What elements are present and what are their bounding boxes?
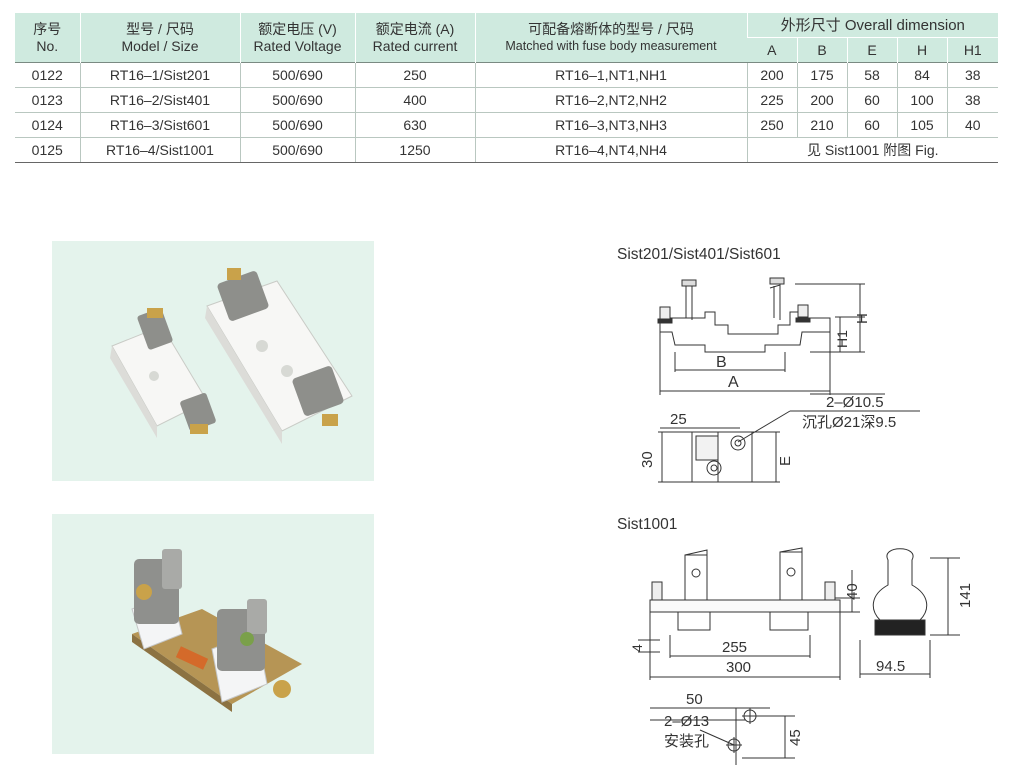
cell-voltage: 500/690: [239, 87, 355, 113]
label-141: 141: [957, 583, 974, 608]
table-row: 0123 RT16–2/Sist401 500/690 400 RT16–2,N…: [15, 87, 999, 113]
cell-model: RT16–1/Sist201: [79, 62, 240, 88]
drawing-title-sist201-401-601: Sist201/Sist401/Sist601: [617, 246, 781, 263]
cell-dim-a: 200: [746, 62, 797, 88]
label-a: A: [728, 374, 739, 391]
label-b: B: [716, 354, 727, 371]
label-hole-10-5: 2–Ø10.5: [826, 394, 884, 411]
cell-no: 0124: [15, 112, 80, 138]
table-row: 0124 RT16–3/Sist601 500/690 630 RT16–3,N…: [15, 112, 999, 138]
cell-dim-h1: 38: [946, 62, 999, 88]
cell-dim-h: 105: [896, 112, 947, 138]
label-mount-hole: 安装孔: [664, 733, 709, 750]
label-40: 40: [844, 583, 861, 600]
cell-no: 0123: [15, 87, 80, 113]
table-row: 0125 RT16–4/Sist1001 500/690 1250 RT16–4…: [15, 137, 999, 163]
cell-no: 0122: [15, 62, 80, 88]
label-30: 30: [639, 451, 656, 468]
fuse-base-photo-large: [52, 514, 374, 754]
fuse-base-pair-image: [110, 268, 353, 444]
label-94-5: 94.5: [876, 658, 905, 675]
header-dim-a: A: [747, 37, 797, 63]
cell-dim-e: 58: [846, 62, 897, 88]
cell-dim-h: 84: [896, 62, 947, 88]
cell-voltage: 500/690: [239, 137, 355, 163]
cell-voltage: 500/690: [239, 112, 355, 138]
table-row: 0122 RT16–1/Sist201 500/690 250 RT16–1,N…: [15, 62, 999, 88]
header-dim-h1: H1: [946, 37, 999, 63]
label-255: 255: [722, 639, 747, 656]
cell-model: RT16–2/Sist401: [79, 87, 240, 113]
fuse-base-large-image: [131, 549, 302, 712]
cell-fuse: RT16–2,NT2,NH2: [474, 87, 747, 113]
header-current: 额定电流 (A)Rated current: [354, 13, 475, 63]
cell-dim-h1: 38: [946, 87, 999, 113]
fuse-base-photo-small: [52, 241, 374, 481]
cell-no: 0125: [15, 137, 80, 163]
label-h1: H1: [834, 330, 850, 348]
cell-dim-b: 175: [796, 62, 847, 88]
drawing-title-sist1001: Sist1001: [617, 516, 678, 533]
cell-dim-h1: 40: [946, 112, 999, 138]
label-h: H: [854, 313, 871, 324]
cell-fuse: RT16–1,NT1,NH1: [474, 62, 747, 88]
header-dim-b: B: [796, 37, 847, 63]
cell-dim-h: 100: [896, 87, 947, 113]
label-300: 300: [726, 659, 751, 676]
cell-dim-a: 250: [746, 112, 797, 138]
label-counterbore: 沉孔Ø21深9.5: [802, 414, 896, 431]
cell-current: 250: [354, 62, 475, 88]
cell-fuse: RT16–3,NT3,NH3: [474, 112, 747, 138]
cell-model: RT16–3/Sist601: [79, 112, 240, 138]
cell-current: 1250: [354, 137, 475, 163]
cell-current: 630: [354, 112, 475, 138]
header-dimension: 外形尺寸 Overall dimension: [746, 13, 999, 38]
cell-dim-b: 210: [796, 112, 847, 138]
cell-fuse: RT16–4,NT4,NH4: [474, 137, 747, 163]
cell-model: RT16–4/Sist1001: [79, 137, 240, 163]
cell-current: 400: [354, 87, 475, 113]
cell-dim-b: 200: [796, 87, 847, 113]
cell-dim-e: 60: [846, 112, 897, 138]
header-dim-h: H: [896, 37, 947, 63]
label-4: 4: [629, 644, 645, 652]
drawing-sist1001-views: 40 141 4 255 300 94.5 50 2–Ø13 安装孔 45: [629, 547, 974, 765]
header-dim-e: E: [846, 37, 897, 63]
label-hole-13: 2–Ø13: [664, 713, 709, 730]
cell-dim-a: 225: [746, 87, 797, 113]
cell-voltage: 500/690: [239, 62, 355, 88]
label-25: 25: [670, 411, 687, 428]
label-e: E: [777, 456, 794, 466]
label-50: 50: [686, 691, 703, 708]
cell-dim-e: 60: [846, 87, 897, 113]
cell-dims-note: 见 Sist1001 附图 Fig.: [746, 137, 999, 163]
label-45: 45: [787, 729, 804, 746]
drawing-sist201-side-view: H H1 B A 2–Ø10.5 沉孔Ø21深9.5 25 30 E: [639, 277, 920, 483]
header-voltage: 额定电压 (V)Rated Voltage: [239, 13, 355, 63]
